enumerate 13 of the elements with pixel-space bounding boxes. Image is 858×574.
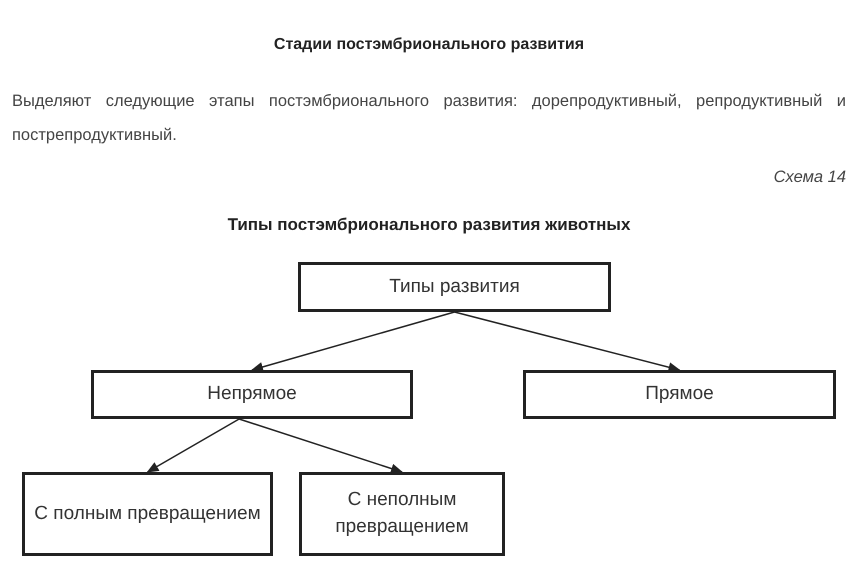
category-box: Типы развития bbox=[298, 262, 611, 312]
scheme-number: Схема 14 bbox=[774, 168, 846, 187]
heading: Стадии постэмбрионального развития bbox=[272, 36, 586, 54]
arrow bbox=[251, 311, 455, 372]
category-box: Прямое bbox=[523, 370, 836, 419]
category-box: Непрямое bbox=[91, 370, 413, 419]
paragraph: Выделяют следующие этапы постэмбрионального развития: дорепродуктивный, репродуктивный и пострепродуктивный. bbox=[12, 91, 846, 146]
diagram-title: Типы постэмбрионального развития животных bbox=[226, 215, 632, 235]
arrow bbox=[238, 418, 403, 474]
category-box: С полным превращением bbox=[22, 472, 273, 556]
arrow bbox=[454, 311, 680, 372]
arrow bbox=[146, 418, 240, 473]
category-box: С неполным превращением bbox=[299, 472, 505, 556]
